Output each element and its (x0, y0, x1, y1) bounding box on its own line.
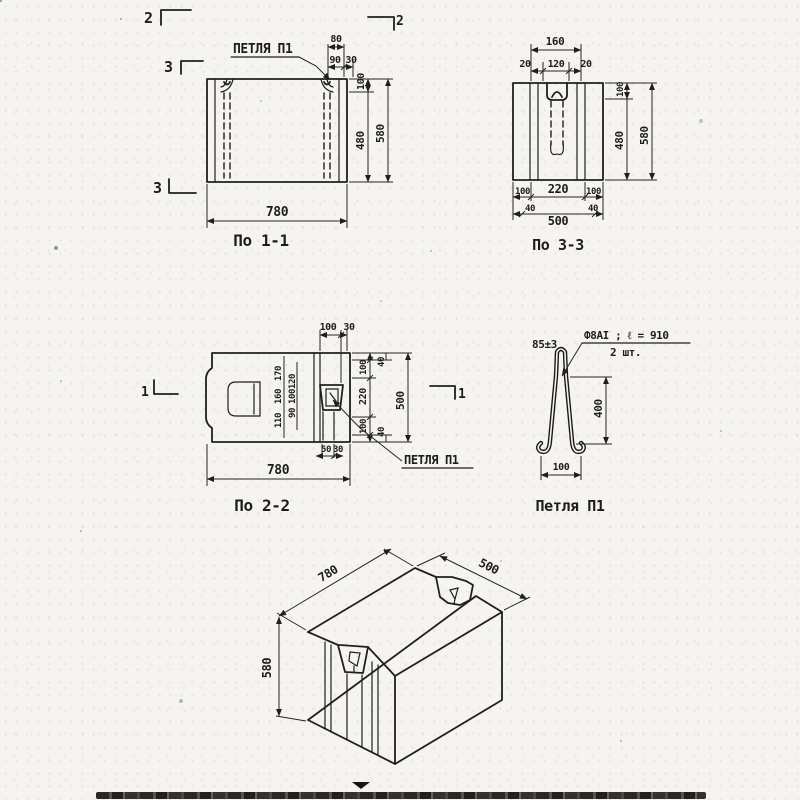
isometric-view: 780 500 580 (260, 548, 531, 789)
iso-dim-500: 500 (477, 556, 502, 578)
loop-callout-2-2: ПЕТЛЯ П1 (332, 399, 474, 469)
chain-170: 170 (274, 366, 284, 381)
section-marker-3-top: 3 (164, 58, 173, 76)
iso-block (307, 567, 503, 765)
dim-480-33: 480 (613, 131, 626, 150)
caption-view-1-1: По 1-1 (233, 231, 288, 250)
block-outline-1-1 (206, 78, 348, 183)
section-marker-1-left: 1 (141, 385, 149, 400)
chain-110: 110 (274, 413, 284, 428)
chain-90: 90 (288, 408, 298, 418)
dim-top-30: 30 (343, 322, 355, 333)
loop-label: ПЕТЛЯ П1 (233, 42, 293, 57)
dim-160: 160 (546, 35, 565, 48)
dim-top-100: 100 (320, 322, 337, 333)
dim-20-left: 20 (519, 59, 531, 70)
dim-40-left: 40 (525, 204, 535, 214)
dim-right-100-bot: 100 (359, 419, 369, 434)
caption-view-2-2: По 2-2 (234, 496, 289, 515)
dim-loop-100: 100 (553, 462, 570, 473)
dim-20-right: 20 (580, 59, 592, 70)
dim-580-33: 580 (638, 126, 651, 145)
section-view-3-3: 160 20 120 20 100 480 580 100 220 100 (512, 35, 657, 254)
dim-120: 120 (548, 59, 565, 70)
dim-100-top-33: 100 (616, 82, 626, 97)
block-outline-3-3 (512, 82, 604, 181)
section-marker-2-right: 2 (396, 14, 403, 29)
dim-480: 480 (354, 131, 367, 150)
section-marker-1-right: 1 (458, 387, 466, 402)
dim-580: 580 (374, 124, 387, 143)
dim-100-top: 100 (356, 73, 367, 90)
section-view-1-1: 2 2 3 3 ПЕТЛЯ П1 780 100 480 580 (144, 9, 404, 250)
dim-bot-220: 220 (548, 182, 569, 196)
section-view-2-2: 1 1 100 30 100 40 220 40 100 (141, 322, 474, 515)
dim-bot-100-right: 100 (586, 187, 601, 197)
loop-label-22: ПЕТЛЯ П1 (404, 453, 459, 467)
caption-loop-detail: Петля П1 (535, 497, 604, 515)
loop-qty: 2 шт. (610, 346, 641, 359)
chain-160: 160 (274, 389, 284, 404)
cutoff-text-strip (96, 792, 706, 799)
section-markers-2-2: 1 1 (141, 379, 466, 402)
section-markers-1-1: 2 2 3 3 (144, 9, 404, 197)
dim-right-100-top: 100 (359, 360, 369, 375)
dims-3-3: 160 20 120 20 100 480 580 100 220 100 (512, 35, 657, 228)
dim-right-40-top: 40 (377, 357, 387, 367)
dim-40-right: 40 (588, 204, 598, 214)
caption-view-3-3: По 3-3 (532, 236, 584, 254)
dim-right-40-bot: 40 (377, 427, 387, 437)
loop-spec-callout: Ф8АI ; ℓ = 910 2 шт. (561, 329, 691, 377)
dim-pocket-30: 30 (333, 445, 343, 455)
loop-spec: Ф8АI ; ℓ = 910 (584, 329, 669, 342)
dim-right-500: 500 (394, 391, 407, 410)
section-marker-2-left: 2 (144, 9, 153, 27)
section-marker-3-bottom: 3 (153, 179, 162, 197)
loop-callout-1-1: ПЕТЛЯ П1 (230, 42, 331, 81)
dim-500: 500 (548, 214, 569, 228)
dim-30: 30 (345, 55, 357, 66)
block-outline-2-2 (205, 352, 351, 443)
dims-loop: 400 100 (540, 376, 612, 480)
dim-780-22: 780 (267, 463, 290, 478)
chain-120: 120 (288, 374, 298, 389)
dim-80: 80 (330, 34, 342, 45)
dims-1-1: 780 100 480 580 80 90 30 (206, 34, 393, 228)
dim-right-220: 220 (358, 388, 369, 405)
dim-loop-top: 85±3 (532, 338, 557, 351)
dim-bot-100-left: 100 (515, 187, 530, 197)
dim-780: 780 (266, 205, 289, 220)
dims-2-2: 100 30 100 40 220 40 100 500 170 160 110… (206, 322, 412, 486)
page-marker-triangle (352, 782, 370, 789)
iso-dim-580: 580 (260, 658, 274, 679)
dim-pocket-50: 50 (321, 445, 331, 455)
loop-detail-view: 85±3 Ф8АI ; ℓ = 910 2 шт. 400 100 Петля … (532, 329, 691, 515)
paper-speckles (0, 0, 2, 2)
dim-90: 90 (329, 55, 341, 66)
dim-loop-400: 400 (592, 399, 605, 418)
chain-100: 100 (288, 389, 298, 404)
